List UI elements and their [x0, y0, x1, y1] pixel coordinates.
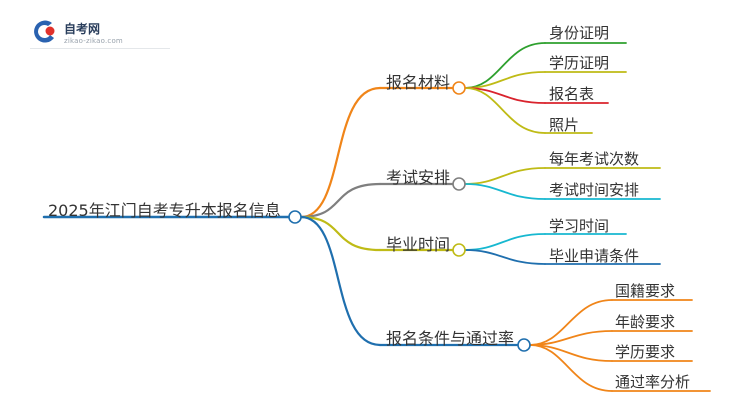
root-node[interactable]: [288, 210, 302, 224]
leaf-connector: [529, 299, 613, 346]
branch-node[interactable]: [452, 177, 466, 191]
leaf-connector: [464, 167, 546, 185]
leaf-label[interactable]: 报名表: [549, 85, 595, 103]
logo-divider: [30, 48, 170, 49]
branch-node[interactable]: [517, 338, 531, 352]
leaf-connector: [529, 344, 613, 392]
site-logo[interactable]: 自考网 zikao-zikao.com: [30, 18, 170, 52]
branch-node[interactable]: [452, 81, 466, 95]
leaf-connector: [464, 233, 546, 251]
leaf-label[interactable]: 每年考试次数: [549, 150, 640, 168]
branch-label[interactable]: 报名条件与通过率: [386, 329, 515, 348]
logo-domain: zikao-zikao.com: [64, 37, 123, 45]
leaf-connector: [464, 87, 546, 134]
leaf-label[interactable]: 国籍要求: [615, 282, 676, 300]
branch-label[interactable]: 毕业时间: [386, 235, 451, 254]
branch-connector: [299, 86, 382, 219]
root-topic[interactable]: 2025年江门自考专升本报名信息: [48, 201, 281, 220]
logo-name: 自考网: [64, 22, 101, 36]
leaf-label[interactable]: 学历要求: [615, 343, 676, 361]
leaf-connector: [464, 183, 546, 200]
branch-connector: [299, 215, 382, 252]
leaf-connector: [464, 42, 546, 89]
leaf-label[interactable]: 学历证明: [549, 54, 610, 72]
branch-label[interactable]: 考试安排: [386, 168, 451, 187]
leaf-label[interactable]: 年龄要求: [615, 313, 676, 331]
logo-mark-icon: [34, 20, 55, 43]
leaf-label[interactable]: 学习时间: [549, 217, 610, 235]
branch-connector: [299, 182, 382, 219]
branch-connector: [299, 215, 382, 347]
leaf-label[interactable]: 通过率分析: [615, 373, 691, 391]
leaf-label[interactable]: 毕业申请条件: [549, 247, 640, 265]
branch-label[interactable]: 报名材料: [386, 73, 451, 92]
leaf-label[interactable]: 身份证明: [549, 24, 610, 42]
leaf-label[interactable]: 照片: [549, 116, 580, 134]
leaf-connector: [464, 249, 546, 265]
leaf-label[interactable]: 考试时间安排: [549, 181, 640, 199]
branch-node[interactable]: [452, 243, 466, 257]
